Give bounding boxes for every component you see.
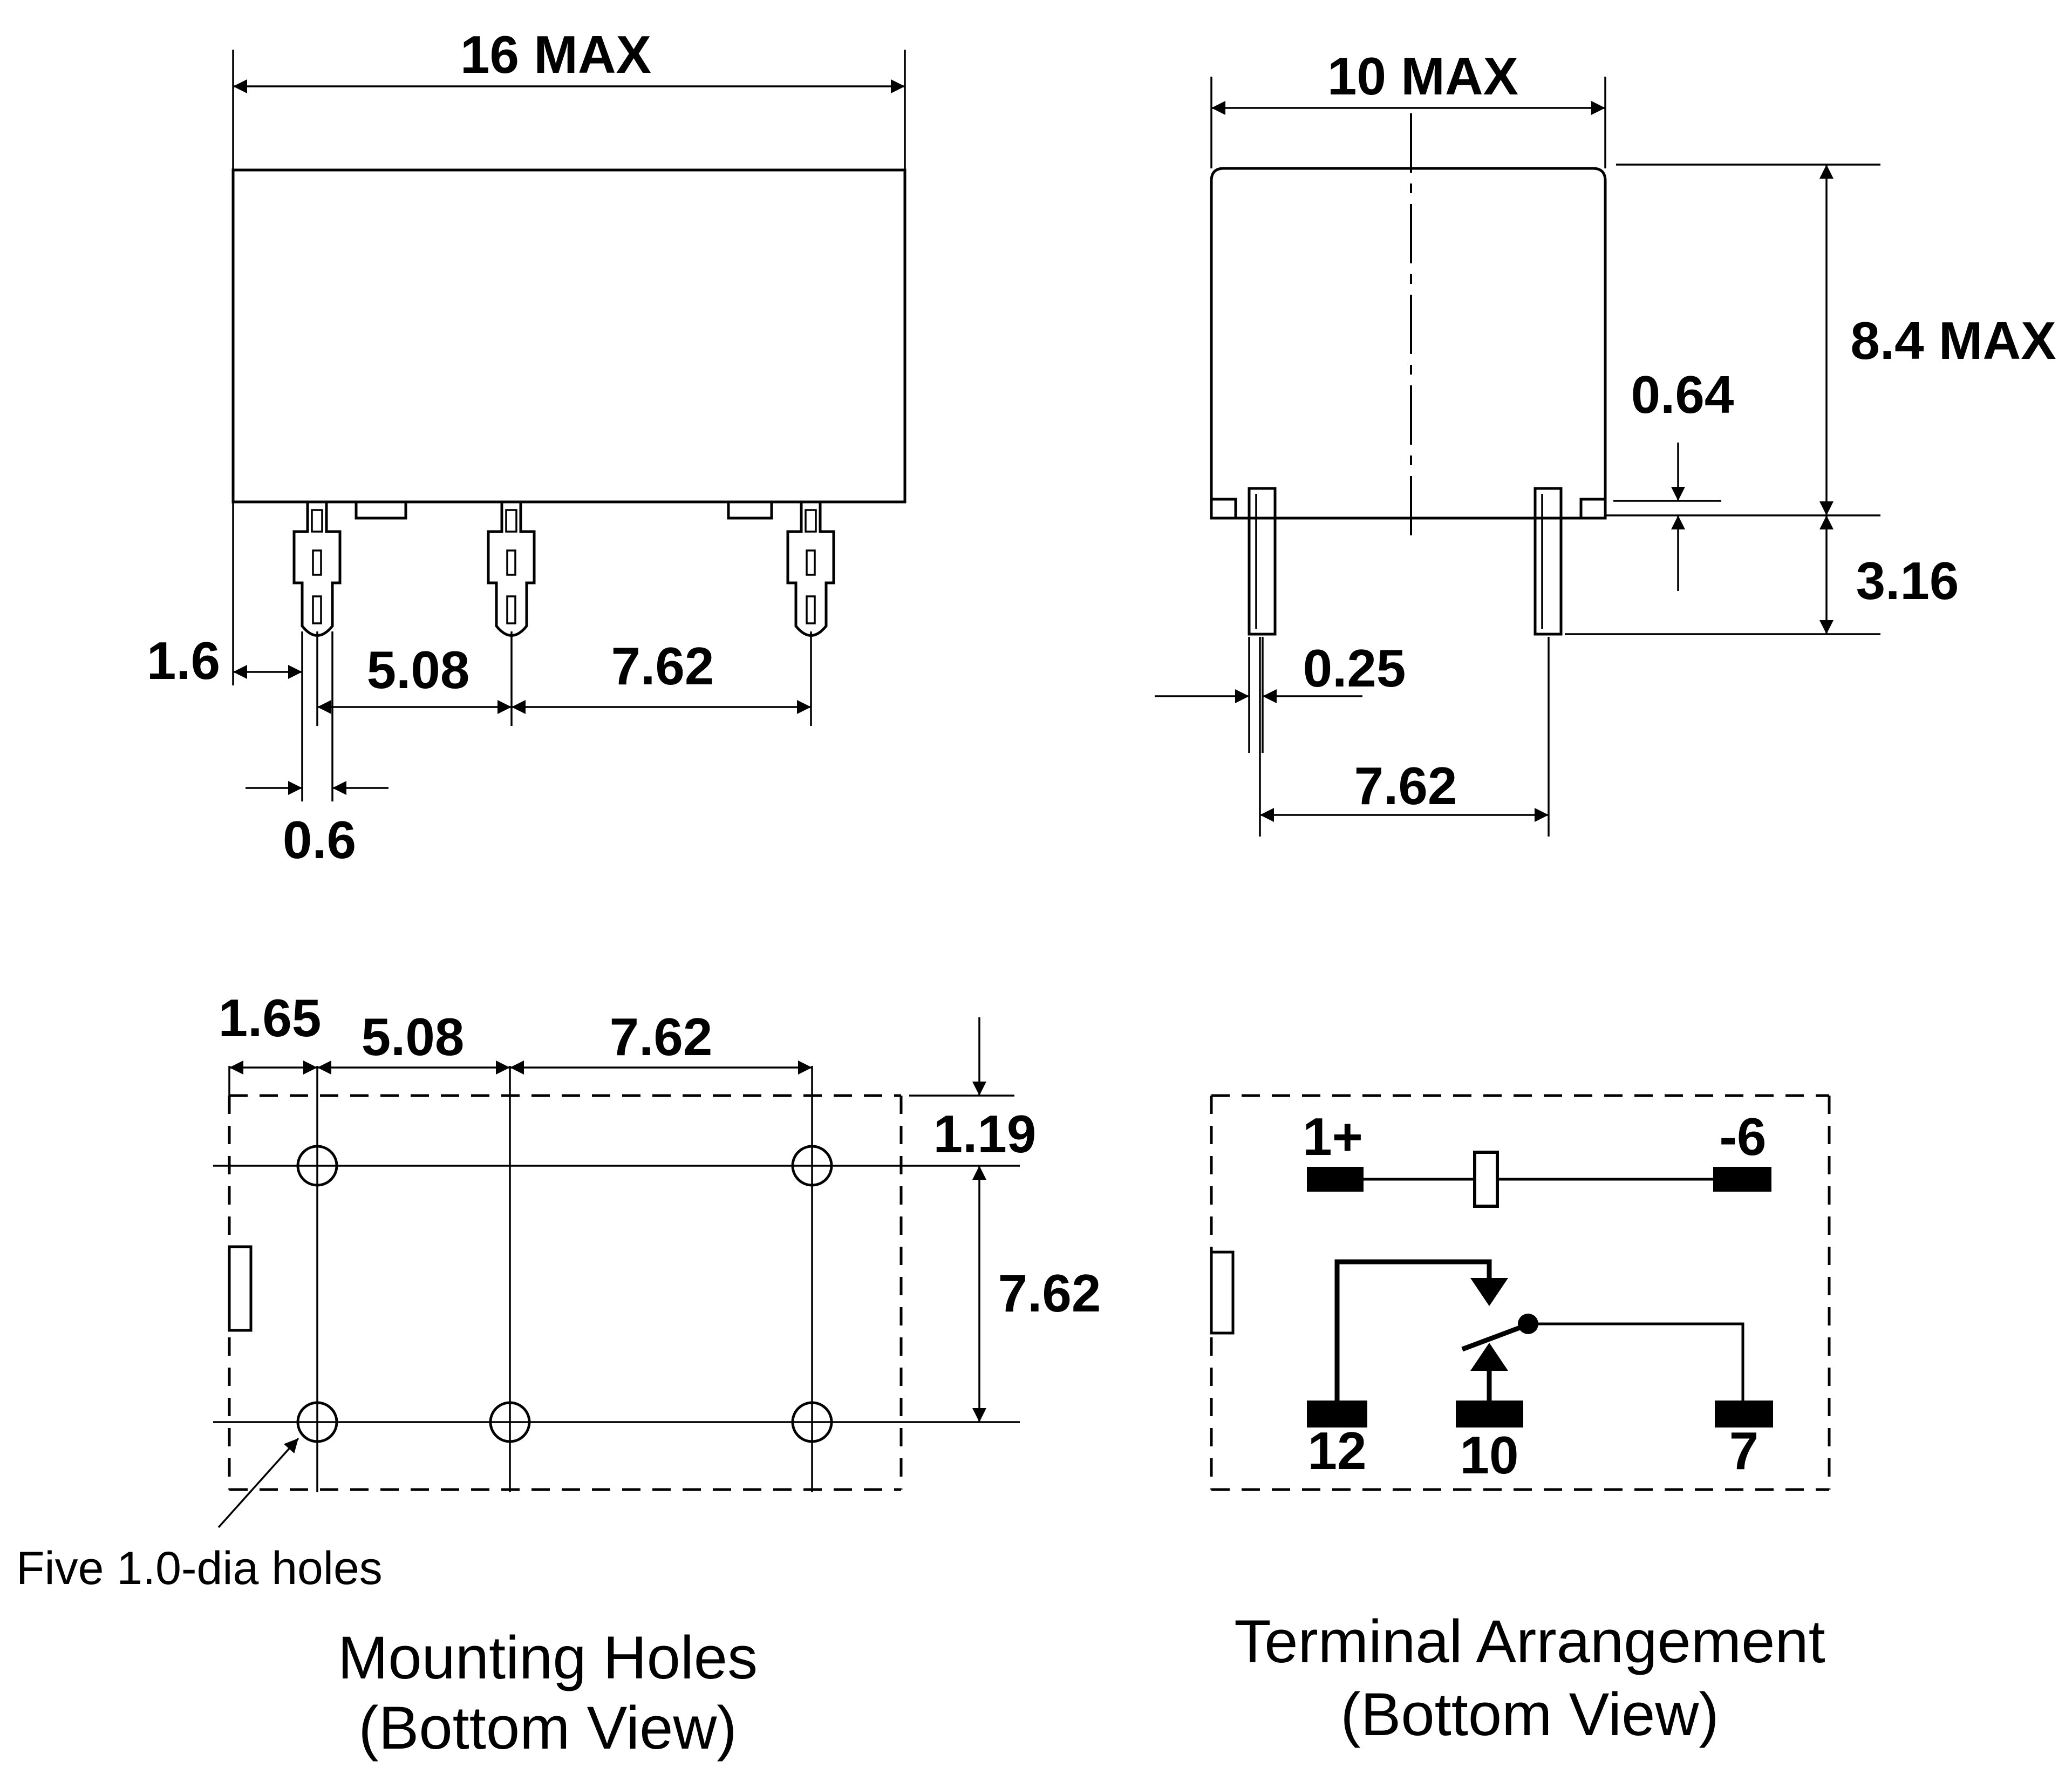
hole-note: Five 1.0-dia holes bbox=[16, 1542, 383, 1594]
pitch1-label: 5.08 bbox=[367, 640, 470, 699]
terminal-label-1: 1+ bbox=[1303, 1107, 1363, 1166]
pin-side bbox=[1248, 487, 1277, 636]
mounting-holes-view: 1.65 5.08 7.62 1.19 7.62 Five 1.0-dia ho… bbox=[16, 988, 1101, 1762]
mounting-hole bbox=[296, 1145, 338, 1187]
edge-offset-label: 1.65 bbox=[219, 988, 322, 1048]
coil-symbol bbox=[1473, 1151, 1499, 1208]
key-tab bbox=[1210, 1250, 1235, 1335]
side-width-label: 10 MAX bbox=[1327, 46, 1518, 106]
terminal-label-10: 10 bbox=[1460, 1425, 1518, 1485]
mounting-hole bbox=[791, 1401, 833, 1443]
pitch2-label: 7.62 bbox=[611, 636, 714, 696]
height-label: 8.4 MAX bbox=[1850, 311, 2056, 370]
pin-side bbox=[1533, 487, 1563, 636]
width-label: 16 MAX bbox=[460, 25, 651, 84]
pin-width-label: 0.6 bbox=[283, 810, 356, 869]
terminal-label-12: 12 bbox=[1307, 1421, 1366, 1480]
pin-length-label: 3.16 bbox=[1856, 551, 1959, 610]
key-tab bbox=[228, 1245, 253, 1332]
terminal-caption-line1: Terminal Arrangement bbox=[1234, 1608, 1825, 1675]
terminal-pad-1 bbox=[1307, 1167, 1364, 1192]
mounting-hole bbox=[296, 1401, 338, 1443]
terminal-pad-6 bbox=[1713, 1167, 1771, 1192]
mounting-hole bbox=[791, 1145, 833, 1187]
side-view: 10 MAX 8.4 MAX 0.64 3.16 0.25 bbox=[1155, 46, 2056, 837]
mounting-caption-line2: (Bottom View) bbox=[358, 1694, 737, 1762]
relay-body-side bbox=[1210, 167, 1607, 520]
terminal-pad-10 bbox=[1456, 1401, 1523, 1427]
no-contact-arrow bbox=[1470, 1343, 1508, 1371]
terminal-label-6: -6 bbox=[1719, 1107, 1766, 1166]
relay-body bbox=[231, 168, 906, 504]
standoff-label: 0.64 bbox=[1631, 365, 1734, 424]
pin-front bbox=[292, 502, 342, 637]
pin-front bbox=[487, 502, 536, 637]
mh-pitch2-label: 7.62 bbox=[610, 1007, 713, 1066]
terminal-pad-7 bbox=[1715, 1401, 1773, 1427]
pin-offset-label: 1.6 bbox=[147, 631, 220, 690]
terminal-label-7: 7 bbox=[1729, 1421, 1759, 1480]
side-pitch-label: 7.62 bbox=[1354, 756, 1457, 815]
nc-contact-arrow bbox=[1470, 1278, 1508, 1306]
mounting-hole bbox=[489, 1401, 531, 1443]
row-pitch-label: 7.62 bbox=[998, 1263, 1101, 1323]
mounting-caption-line1: Mounting Holes bbox=[338, 1624, 758, 1691]
front-view: 16 MAX 1 bbox=[147, 25, 906, 869]
terminal-arrangement-view: 1+ -6 12 10 7 Terminal Arrangement (Bott… bbox=[1210, 1094, 1831, 1748]
terminal-caption-line2: (Bottom View) bbox=[1340, 1681, 1719, 1748]
pin-front bbox=[786, 502, 835, 637]
terminal-pad-12 bbox=[1307, 1401, 1367, 1427]
top-offset-label: 1.19 bbox=[933, 1104, 1037, 1164]
pin-thickness-label: 0.25 bbox=[1303, 638, 1406, 698]
mh-pitch1-label: 5.08 bbox=[362, 1007, 465, 1066]
